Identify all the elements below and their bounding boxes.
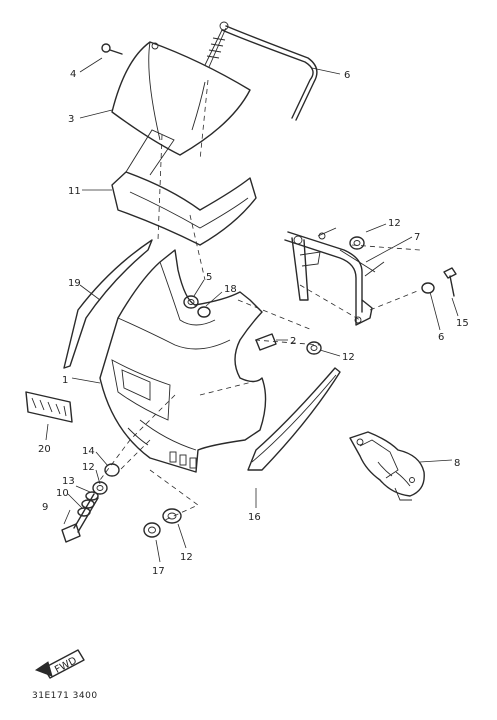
windscreen-part [111, 41, 251, 156]
emblem-decal-part [25, 391, 73, 423]
figure-code: 31E171 3400 [32, 691, 98, 701]
callout-7: 7 [414, 232, 420, 243]
upper-cowl-part [99, 249, 267, 473]
lower-grommet-parts [143, 508, 182, 538]
callout-20: 20 [38, 444, 51, 455]
callout-labels: 4 3 6 11 12 7 19 5 18 15 6 2 12 1 20 14 … [38, 69, 469, 577]
callout-6-grommet: 6 [438, 332, 444, 343]
bracket-assembly-part [349, 431, 425, 501]
right-trim-strip-part [247, 367, 341, 471]
front-direction-marker: FWD [34, 649, 85, 679]
callout-3: 3 [68, 114, 74, 125]
assembly-guide-lines [99, 79, 421, 521]
callout-6: 6 [344, 70, 350, 81]
callout-12-damper: 12 [342, 352, 355, 363]
emblem-pad-part [255, 333, 277, 351]
cowl-stay-bracket-part [284, 227, 385, 326]
callout-12-fastener: 12 [82, 462, 95, 473]
callout-1: 1 [62, 375, 68, 386]
left-trim-strip-part [63, 239, 153, 369]
callout-19: 19 [68, 278, 81, 289]
fastener-stack-parts [61, 463, 120, 543]
grommet-parts [183, 236, 435, 355]
callout-14: 14 [82, 446, 95, 457]
callout-12-lower: 12 [180, 552, 193, 563]
callout-15: 15 [456, 318, 469, 329]
callout-2: 2 [290, 336, 296, 347]
inner-panel-part [111, 129, 257, 246]
callout-8: 8 [454, 458, 460, 469]
bolt-right-part [443, 267, 457, 297]
windscreen-screw-part [101, 43, 123, 55]
callout-18: 18 [224, 284, 237, 295]
leader-lines [45, 57, 459, 563]
front-marker-label: FWD [53, 655, 79, 676]
callout-16: 16 [248, 512, 261, 523]
callout-13: 13 [62, 476, 75, 487]
callout-17: 17 [152, 566, 165, 577]
callout-5: 5 [206, 272, 212, 283]
callout-4: 4 [70, 69, 76, 80]
callout-11: 11 [68, 186, 81, 197]
callout-10: 10 [56, 488, 69, 499]
mirror-stay-part [204, 21, 318, 121]
callout-9: 9 [42, 502, 48, 513]
callout-12: 12 [388, 218, 401, 229]
